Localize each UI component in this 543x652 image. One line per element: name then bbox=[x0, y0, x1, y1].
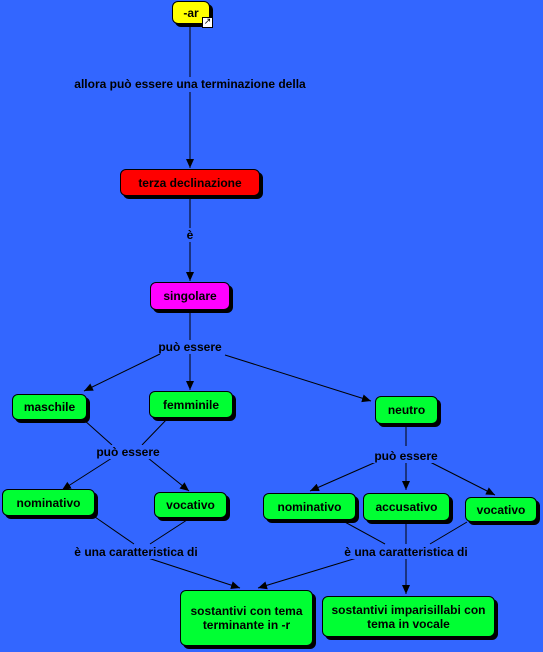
external-link-icon[interactable]: ↗ bbox=[202, 17, 213, 28]
node-accusativo-label: accusativo bbox=[375, 500, 438, 514]
link-label-puo-essere-right: può essere bbox=[372, 449, 440, 463]
node-sostantivi-imparisillabi-label: sostantivi imparisillabi con tema in voc… bbox=[331, 602, 486, 631]
node-vocativo-left[interactable]: vocativo bbox=[154, 492, 227, 518]
node-nominativo-right[interactable]: nominativo bbox=[263, 493, 356, 520]
link-label-caratteristica-left: è una caratteristica di bbox=[72, 545, 200, 559]
node-femminile-label: femminile bbox=[162, 397, 219, 412]
node-sostantivi-imparisillabi[interactable]: sostantivi imparisillabi con tema in voc… bbox=[322, 596, 495, 637]
node-sostantivi-tema-r-label: sostantivi con tema terminante in -r bbox=[190, 604, 303, 632]
link-label-puo-essere-top: può essere bbox=[156, 340, 224, 354]
node-neutro[interactable]: neutro bbox=[375, 396, 438, 424]
node-nominativo-right-label: nominativo bbox=[277, 499, 342, 514]
node-maschile-label: maschile bbox=[23, 400, 76, 414]
link-label-puo-essere-left: può essere bbox=[94, 445, 162, 459]
node-singolare-label: singolare bbox=[163, 289, 217, 303]
link-label-e: è bbox=[184, 228, 196, 242]
link-label-caratteristica-right: è una caratteristica di bbox=[342, 545, 470, 559]
node-terza-declinazione[interactable]: terza declinazione bbox=[120, 169, 260, 196]
node-ar-label: -ar bbox=[183, 5, 199, 20]
node-maschile[interactable]: maschile bbox=[12, 394, 87, 420]
node-femminile[interactable]: femminile bbox=[149, 391, 233, 418]
node-sostantivi-tema-r[interactable]: sostantivi con tema terminante in -r bbox=[180, 590, 313, 646]
node-terza-declinazione-label: terza declinazione bbox=[138, 175, 242, 190]
node-nominativo-left[interactable]: nominativo bbox=[2, 489, 95, 516]
node-nominativo-left-label: nominativo bbox=[16, 495, 81, 510]
node-neutro-label: neutro bbox=[387, 403, 426, 417]
node-vocativo-right-label: vocativo bbox=[476, 502, 526, 517]
node-accusativo[interactable]: accusativo bbox=[363, 493, 450, 521]
node-vocativo-right[interactable]: vocativo bbox=[465, 497, 537, 522]
node-singolare[interactable]: singolare bbox=[150, 282, 230, 310]
link-label-allora: allora può essere una terminazione della bbox=[72, 77, 308, 91]
node-ar[interactable]: -ar bbox=[172, 1, 210, 24]
node-vocativo-left-label: vocativo bbox=[166, 498, 215, 512]
